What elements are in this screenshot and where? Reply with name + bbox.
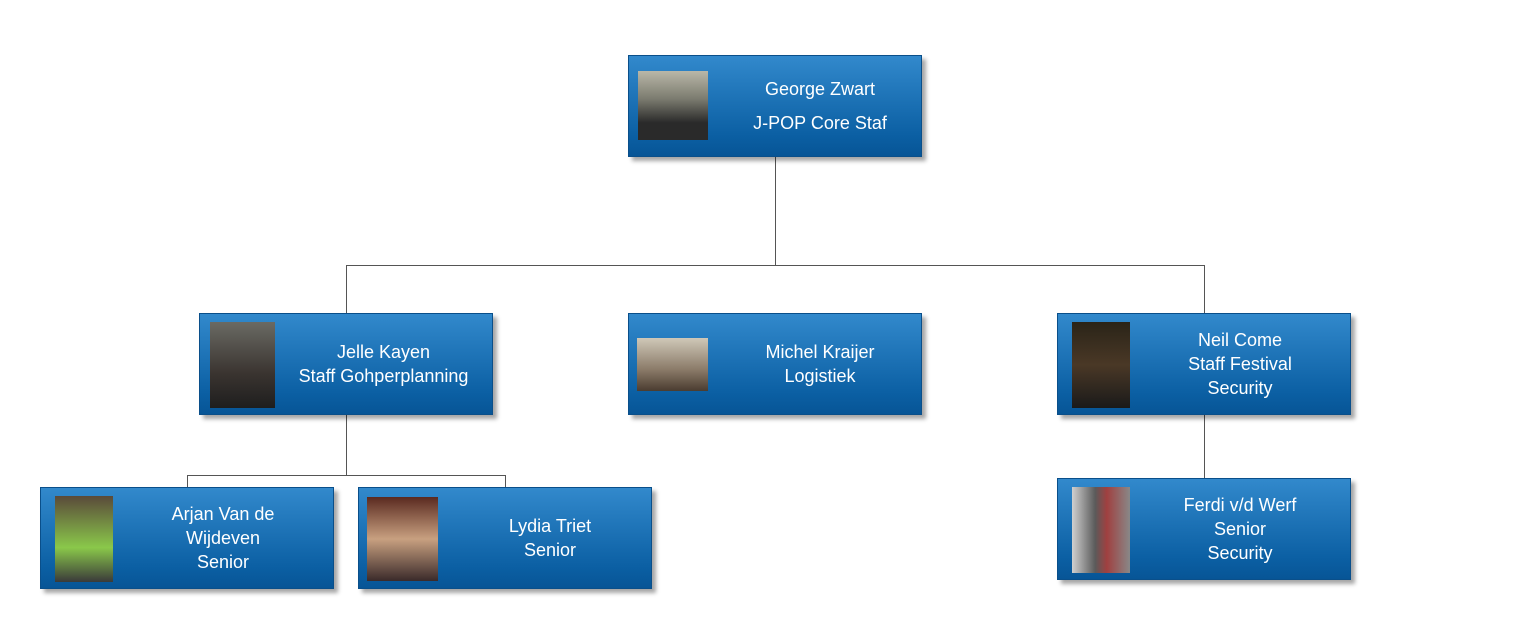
avatar <box>1072 322 1130 408</box>
connector <box>505 475 506 487</box>
avatar <box>1072 487 1130 573</box>
connector <box>346 265 1205 266</box>
node-name: Ferdi v/d Werf <box>1183 495 1297 515</box>
connector <box>1204 265 1205 313</box>
node-role: Logistiek <box>784 366 856 386</box>
node-name: Jelle Kayen <box>336 342 431 362</box>
node-name: Arjan Van de <box>171 504 275 524</box>
node-role: Senior <box>1213 519 1267 539</box>
avatar <box>637 338 708 391</box>
connector <box>187 475 506 476</box>
node-role: Senior <box>523 540 577 560</box>
connector <box>346 415 347 475</box>
node-role: Senior <box>196 552 250 572</box>
avatar <box>638 71 708 140</box>
connector <box>1204 415 1205 478</box>
node-role: Security <box>1207 543 1273 563</box>
connector <box>346 265 347 313</box>
avatar <box>55 496 113 582</box>
node-role: Staff Gohperplanning <box>298 366 469 386</box>
node-role: Staff Festival <box>1188 354 1292 374</box>
node-name: Michel Kraijer <box>765 342 875 362</box>
node-role: J-POP Core Staf <box>753 113 887 133</box>
node-name: Neil Come <box>1197 330 1283 350</box>
avatar <box>210 322 275 408</box>
connector <box>187 475 188 487</box>
node-role: Security <box>1207 378 1273 398</box>
node-name: George Zwart <box>764 79 876 99</box>
node-name: Wijdeven <box>185 528 261 548</box>
node-name: Lydia Triet <box>508 516 592 536</box>
avatar <box>367 497 438 581</box>
connector <box>775 157 776 265</box>
